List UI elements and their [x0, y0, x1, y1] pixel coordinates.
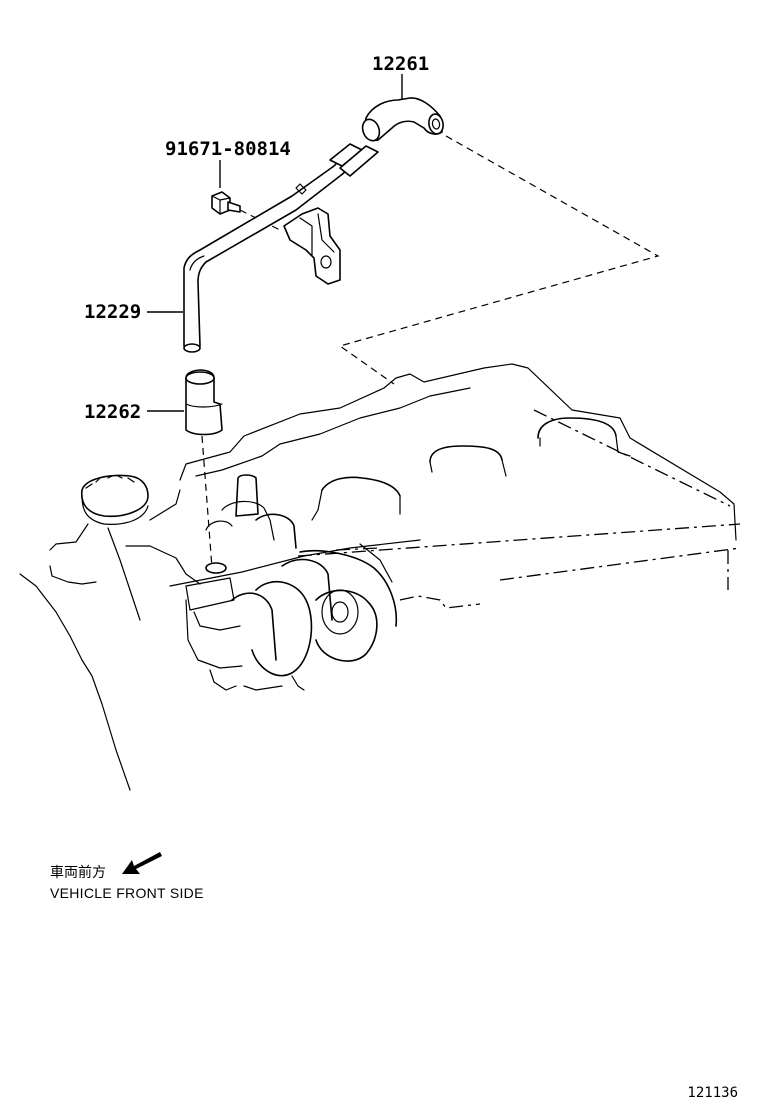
assembly-line-grommet [201, 435, 213, 569]
bolt-91671-80814[interactable] [211, 191, 281, 231]
caption-english: VEHICLE FRONT SIDE [50, 885, 204, 901]
figure-number: 121136 [687, 1085, 738, 1101]
label-12229[interactable]: 12229 [84, 301, 141, 323]
engine-cylinder-head [19, 363, 741, 791]
front-direction-arrow-icon [122, 852, 162, 874]
label-91671-80814[interactable]: 91671-80814 [165, 138, 291, 160]
hose-12261[interactable] [360, 97, 445, 143]
caption-japanese: 車両前方 [50, 865, 106, 881]
assembly-line-hose [338, 135, 660, 385]
grommet-12262[interactable] [185, 369, 223, 436]
label-12262[interactable]: 12262 [84, 401, 141, 423]
pipe-12229[interactable] [183, 143, 379, 353]
label-12261[interactable]: 12261 [372, 53, 429, 75]
